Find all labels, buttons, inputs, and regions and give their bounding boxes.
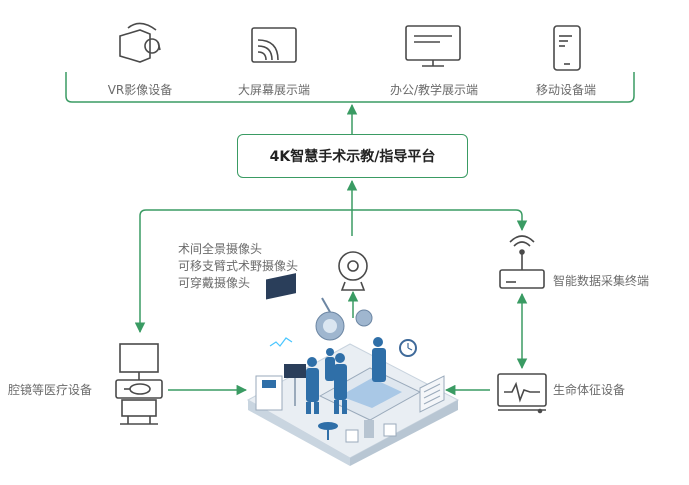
endoscope-label: 腔镜等医疗设备 bbox=[8, 383, 93, 397]
router-icon bbox=[499, 235, 545, 289]
vr-headset-icon bbox=[119, 22, 161, 63]
large-screen-cast-icon bbox=[251, 27, 297, 63]
camera-label-wearable: 可穿戴摄像头 bbox=[178, 276, 251, 290]
terminal-label-mobile: 移动设备端 bbox=[535, 83, 596, 97]
terminal-label-vr: VR影像设备 bbox=[107, 83, 173, 97]
endoscope-tower-icon bbox=[115, 343, 163, 425]
terminal-label-office: 办公/教学展示端 bbox=[389, 83, 479, 97]
terminals-bracket bbox=[65, 72, 635, 103]
webcam-icon bbox=[338, 251, 368, 291]
vital-signs-monitor-icon bbox=[497, 373, 547, 414]
mobile-phone-icon bbox=[553, 25, 581, 71]
camera-label-panoramic: 术间全景摄像头 bbox=[178, 242, 263, 256]
operating-room-illustration bbox=[246, 273, 460, 466]
vitals-label: 生命体征设备 bbox=[553, 383, 626, 397]
platform-title: 4K智慧手术示教/指导平台 bbox=[269, 149, 436, 165]
terminal-label-large-screen: 大屏幕展示端 bbox=[237, 83, 310, 97]
collector-label: 智能数据采集终端 bbox=[553, 274, 650, 288]
collection-bus bbox=[134, 209, 528, 334]
monitor-icon bbox=[405, 25, 461, 67]
camera-label-arm: 可移支臂式术野摄像头 bbox=[178, 259, 299, 273]
platform-box: 4K智慧手术示教/指导平台 bbox=[237, 134, 468, 178]
